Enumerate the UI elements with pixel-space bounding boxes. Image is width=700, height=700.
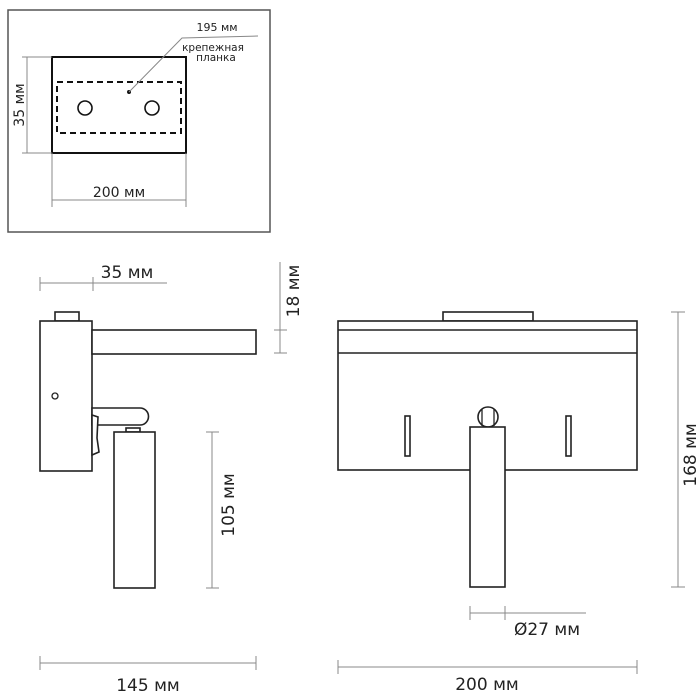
arm-height-label: 18 мм <box>284 265 304 318</box>
side-button <box>51 392 59 400</box>
side-depth-label: 35 мм <box>101 263 154 283</box>
mounting-plate-outline <box>56 81 182 134</box>
side-view: 35 мм 18 мм 105 мм 145 мм <box>39 262 304 696</box>
mounting-width-label: 200 мм <box>93 185 145 201</box>
front-top-nub <box>442 311 534 322</box>
front-joint <box>477 406 499 428</box>
front-view: 168 мм Ø27 мм 200 мм <box>337 311 700 695</box>
front-slot-right <box>565 415 572 457</box>
leader-line <box>128 35 259 93</box>
front-lamp-tube <box>469 426 506 588</box>
total-height-label: 168 мм <box>681 423 700 487</box>
front-slot-left <box>404 415 411 457</box>
wall-base-outline <box>51 56 187 154</box>
plate-caption-line1: крепежная <box>182 42 244 54</box>
mounting-view: 195 мм крепежная планка 35 мм 200 мм <box>7 9 271 233</box>
side-joint <box>91 407 150 426</box>
front-width-label: 200 мм <box>455 675 519 695</box>
mounting-view-frame <box>7 9 271 233</box>
mounting-height-label: 35 мм <box>12 83 28 126</box>
tube-length-label: 105 мм <box>219 473 239 537</box>
screw-hole-right <box>144 100 160 116</box>
total-depth-label: 145 мм <box>116 676 180 696</box>
plate-caption-line2: планка <box>196 52 236 64</box>
screw-hole-left <box>77 100 93 116</box>
plate-length-label: 195 мм <box>196 21 237 34</box>
side-switch <box>91 413 100 457</box>
side-arm <box>91 329 257 355</box>
side-lamp-tube <box>113 431 156 589</box>
side-top-nub <box>54 311 80 322</box>
diameter-label: Ø27 мм <box>514 620 580 640</box>
side-wall-body <box>39 320 93 472</box>
